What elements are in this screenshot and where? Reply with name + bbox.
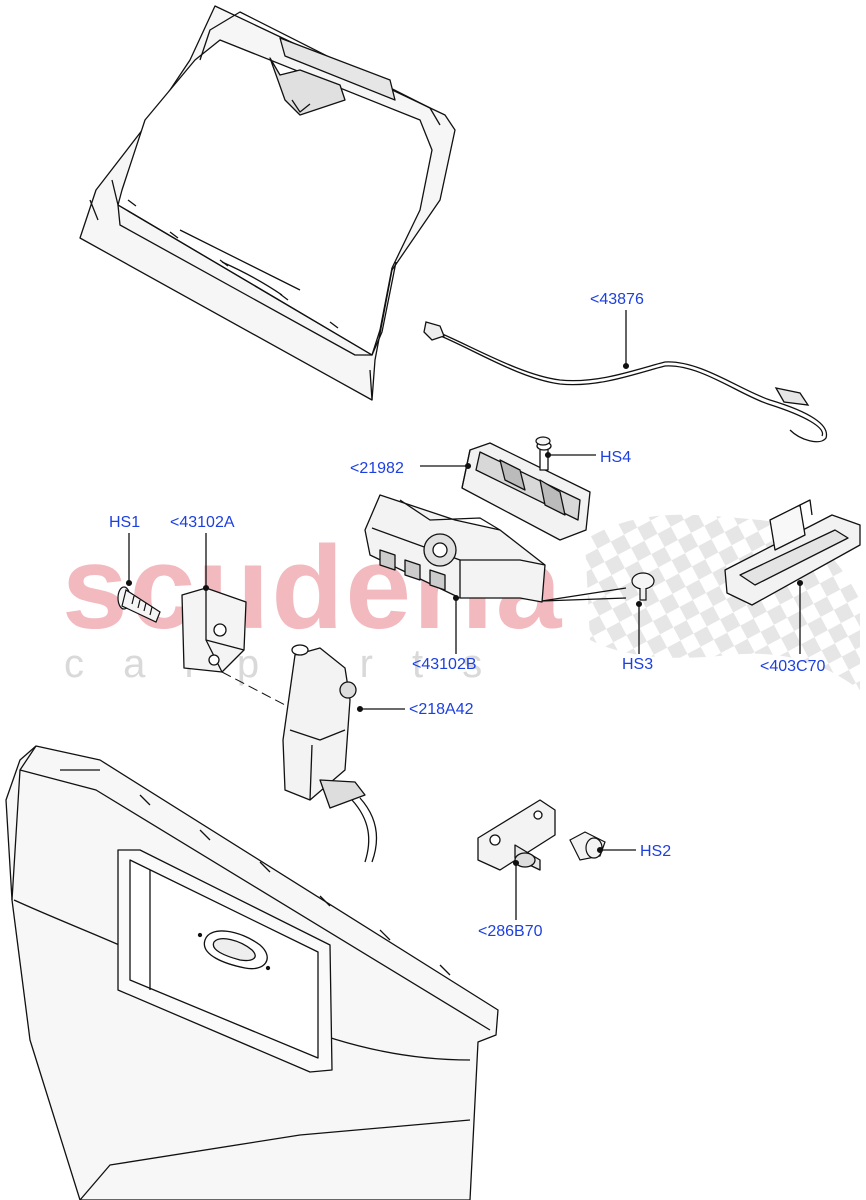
bolt-hs2 (569, 831, 606, 861)
callout-hs1[interactable]: HS1 (109, 514, 141, 531)
callout-hs4[interactable]: HS4 (600, 449, 632, 466)
striker-43102a (181, 587, 247, 673)
leader-lines (125, 310, 804, 920)
callout-hs3[interactable]: HS3 (622, 656, 654, 673)
watermark-tagline: c a r p a r t s (64, 642, 497, 686)
release-cable (423, 321, 828, 443)
callout-218a42[interactable]: <218A42 (409, 701, 474, 718)
bracket-403c70 (724, 499, 861, 606)
callout-286b70[interactable]: <286B70 (478, 923, 543, 940)
screw-hs1 (117, 586, 161, 623)
latch-assembly (364, 494, 546, 603)
callout-403c70[interactable]: <403C70 (760, 658, 826, 675)
callout-43102a[interactable]: <43102A (170, 514, 235, 531)
screw-hs4 (535, 436, 551, 446)
striker-286b70 (477, 799, 556, 871)
screw-hs3 (631, 572, 655, 601)
lower-tailgate (5, 745, 499, 1200)
alignment-dash (221, 671, 286, 706)
callout-43876[interactable]: <43876 (590, 291, 644, 308)
handle-housing (461, 441, 591, 541)
actuator-218a42 (282, 644, 378, 863)
callout-hs2[interactable]: HS2 (640, 843, 672, 860)
callout-21982[interactable]: <21982 (350, 460, 404, 477)
callout-43102b[interactable]: <43102B (412, 656, 477, 673)
upper-tailgate-frame (79, 5, 456, 401)
